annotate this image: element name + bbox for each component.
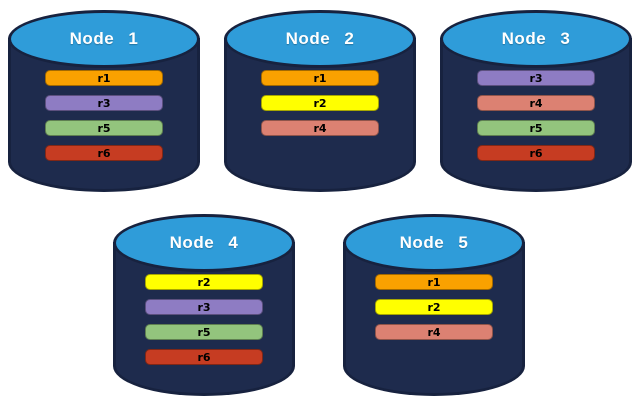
database-cylinder-top: Node 2 <box>224 10 416 68</box>
replica-bar-r5: r5 <box>145 324 263 340</box>
replica-bar-r2: r2 <box>145 274 263 290</box>
node-label: Node 3 <box>501 29 571 48</box>
database-cylinder-top: Node 1 <box>8 10 200 68</box>
replica-bar-r5: r5 <box>477 120 595 136</box>
replica-bar-r6: r6 <box>45 145 163 161</box>
database-cylinder-top: Node 5 <box>343 214 525 272</box>
db-node-3: Node 3 r3 r4 r5 r6 <box>440 8 632 192</box>
replica-bar-list: r3 r4 r5 r6 <box>477 70 595 161</box>
replica-bar-r1: r1 <box>45 70 163 86</box>
db-node-2: Node 2 r1 r2 r4 <box>224 8 416 192</box>
replica-bar-r6: r6 <box>477 145 595 161</box>
node-label: Node 4 <box>169 233 239 252</box>
node-label: Node 5 <box>399 233 469 252</box>
replica-bar-r2: r2 <box>261 95 379 111</box>
replica-bar-r4: r4 <box>261 120 379 136</box>
replica-bar-r4: r4 <box>477 95 595 111</box>
node-label: Node 2 <box>285 29 355 48</box>
replica-bar-list: r1 r3 r5 r6 <box>45 70 163 161</box>
replica-bar-list: r2 r3 r5 r6 <box>145 274 263 365</box>
replica-bar-r3: r3 <box>145 299 263 315</box>
db-node-4: Node 4 r2 r3 r5 r6 <box>113 212 295 396</box>
database-cylinder-top: Node 3 <box>440 10 632 68</box>
node-label: Node 1 <box>69 29 139 48</box>
replica-bar-r1: r1 <box>261 70 379 86</box>
db-node-5: Node 5 r1 r2 r4 <box>343 212 525 396</box>
replica-bar-list: r1 r2 r4 <box>261 70 379 136</box>
replica-bar-r4: r4 <box>375 324 493 340</box>
replica-bar-r3: r3 <box>45 95 163 111</box>
replica-bar-r3: r3 <box>477 70 595 86</box>
db-node-1: Node 1 r1 r3 r5 r6 <box>8 8 200 192</box>
replica-bar-r2: r2 <box>375 299 493 315</box>
replica-bar-r1: r1 <box>375 274 493 290</box>
database-cylinder-top: Node 4 <box>113 214 295 272</box>
replica-bar-list: r1 r2 r4 <box>375 274 493 340</box>
replica-bar-r6: r6 <box>145 349 263 365</box>
replica-bar-r5: r5 <box>45 120 163 136</box>
node-row-bottom: Node 4 r2 r3 r5 r6 Node 5 r1 r2 r4 <box>0 212 638 396</box>
